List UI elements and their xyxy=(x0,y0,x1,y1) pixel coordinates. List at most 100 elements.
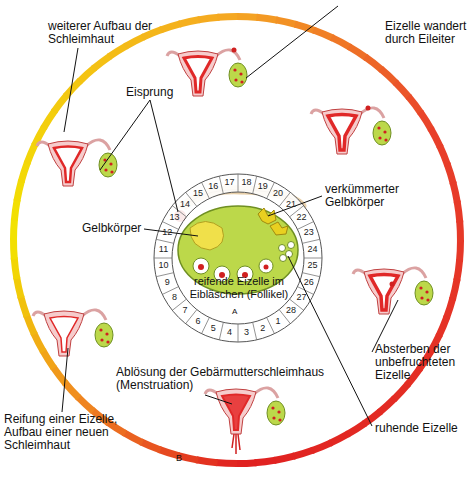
day-number: 13 xyxy=(165,212,183,223)
ring-segment xyxy=(235,459,257,467)
day-divider xyxy=(253,176,257,194)
ring-segment xyxy=(456,240,464,262)
day-number: 19 xyxy=(254,181,272,192)
day-divider xyxy=(154,258,172,259)
ring-segment xyxy=(273,453,295,464)
day-number: 12 xyxy=(158,227,176,238)
ring-segment xyxy=(198,14,220,24)
uterus-icon xyxy=(167,48,247,97)
day-number: 18 xyxy=(237,177,255,188)
day-divider xyxy=(238,174,239,192)
day-number: 24 xyxy=(304,244,322,255)
ring-segment xyxy=(292,447,315,460)
ring-segment xyxy=(454,201,464,223)
leader-line xyxy=(268,196,322,216)
day-number: 5 xyxy=(204,323,222,334)
uterus-icon xyxy=(353,268,433,314)
uterus-icon xyxy=(311,106,391,155)
day-number: 23 xyxy=(300,227,318,238)
day-number: 8 xyxy=(165,292,183,303)
figure-letter: B xyxy=(176,452,188,465)
callout-label: weiterer Aufbau der Schleimhaut xyxy=(48,20,153,46)
callout-label: Ablösung der Gebärmutterschleimhaus (Men… xyxy=(116,366,338,392)
leader-line xyxy=(100,100,150,170)
figure-letter: A xyxy=(232,305,244,318)
day-number: 17 xyxy=(221,177,239,188)
ring-segment xyxy=(178,16,200,27)
day-divider xyxy=(267,317,275,333)
ring-segment xyxy=(159,20,182,33)
day-divider xyxy=(219,322,223,340)
ring-segment xyxy=(215,459,237,467)
day-ring-band xyxy=(154,174,322,342)
day-number: 16 xyxy=(204,181,222,192)
callout-label: reifende Eizelle im Eibläschen (Follikel… xyxy=(183,275,295,301)
day-divider xyxy=(302,273,320,277)
ring-segment xyxy=(254,457,276,467)
uterus-icon xyxy=(205,388,285,454)
ring-segment xyxy=(17,295,30,318)
day-divider xyxy=(219,176,223,194)
cycle-ring xyxy=(10,13,464,467)
ring-segment xyxy=(450,181,461,203)
day-divider xyxy=(238,324,239,342)
leader-line xyxy=(150,100,178,212)
day-number: 10 xyxy=(154,260,172,271)
leader-lines xyxy=(62,6,398,426)
ring-segment xyxy=(13,276,24,298)
callout-label: verkümmerter Gelbkörper xyxy=(325,183,415,209)
leader-line xyxy=(64,48,78,132)
ring-segment xyxy=(217,13,239,21)
day-number: 4 xyxy=(221,327,239,338)
ring-segment xyxy=(456,220,464,242)
ring-segment xyxy=(444,162,457,185)
leader-line xyxy=(246,6,338,78)
day-number: 7 xyxy=(176,305,194,316)
day-number: 6 xyxy=(189,316,207,327)
day-number: 22 xyxy=(293,212,311,223)
callout-label: ruhende Eizelle xyxy=(375,422,470,435)
callout-label: Eizelle wandert durch Eileiter xyxy=(385,20,474,46)
ring-segment xyxy=(237,13,259,21)
ring-segment xyxy=(11,199,21,221)
day-divider xyxy=(202,317,210,333)
day-number: 25 xyxy=(304,260,322,271)
day-divider xyxy=(156,273,174,277)
day-divider xyxy=(156,239,174,243)
day-number: 27 xyxy=(293,292,311,303)
callout-label: Gelbkörper xyxy=(82,222,162,235)
day-number: 9 xyxy=(158,277,176,288)
ring-segment xyxy=(196,456,218,466)
day-ring xyxy=(154,174,322,342)
ring-segment xyxy=(256,14,278,24)
callout-label: Absterben der unbefruchteten Eizelle xyxy=(375,343,470,382)
day-number: 28 xyxy=(282,305,300,316)
uterus-icon xyxy=(33,310,113,356)
day-number: 20 xyxy=(269,188,287,199)
callout-label: Eisprung xyxy=(126,86,196,99)
leader-line xyxy=(288,256,372,426)
degenerated-corpus-luteum xyxy=(270,222,288,235)
day-number: 1 xyxy=(269,316,287,327)
day-number: 3 xyxy=(237,327,255,338)
day-number: 2 xyxy=(254,323,272,334)
day-divider xyxy=(253,322,257,340)
day-number: 15 xyxy=(189,188,207,199)
ring-segment xyxy=(11,257,21,279)
leader-line xyxy=(205,395,232,404)
leader-line xyxy=(62,348,68,412)
degenerated-corpus-luteum xyxy=(258,208,276,224)
day-number: 11 xyxy=(154,244,172,255)
uterus-icons xyxy=(33,48,433,455)
ring-segment xyxy=(10,238,18,260)
day-number: 21 xyxy=(282,199,300,210)
day-divider xyxy=(304,258,322,259)
day-number: 26 xyxy=(300,277,318,288)
ring-segment xyxy=(10,218,18,240)
day-divider xyxy=(302,239,320,243)
callout-label: Reifung einer Eizelle, Aufbau einer neue… xyxy=(4,413,139,452)
ring-segment xyxy=(453,259,463,281)
